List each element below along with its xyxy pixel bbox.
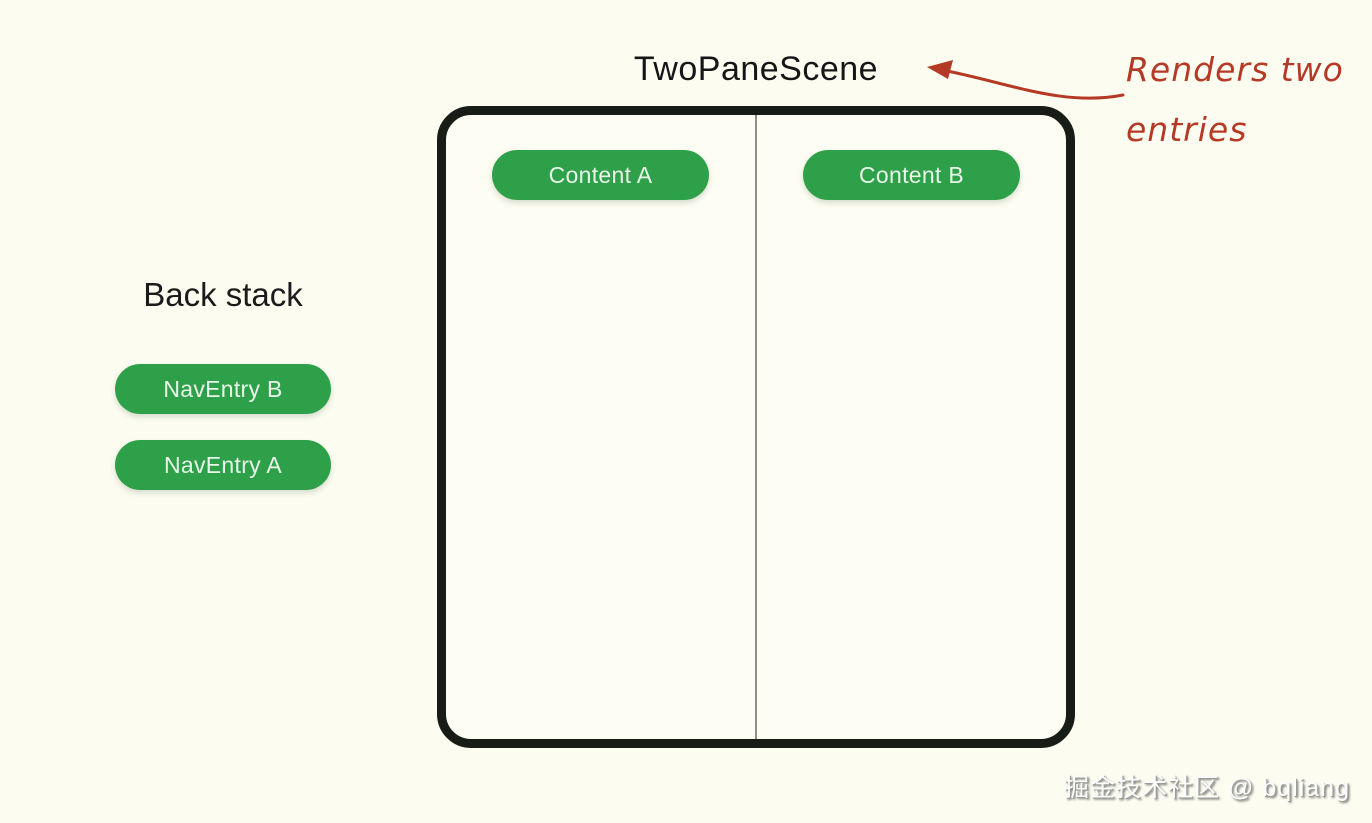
watermark: 掘金技术社区 @ bqliang <box>1064 774 1350 802</box>
content-b-pill: Content B <box>803 150 1020 200</box>
content-a-pill: Content A <box>492 150 709 200</box>
pane-right: Content B <box>757 115 1066 739</box>
nav-entry-a-pill: NavEntry A <box>115 440 331 490</box>
pane-divider <box>755 115 757 739</box>
pane-left: Content A <box>446 115 755 739</box>
back-stack-label: Back stack <box>143 276 303 313</box>
annotation-line-2: entries <box>1126 110 1248 149</box>
nav-entry-b-pill: NavEntry B <box>115 364 331 414</box>
two-pane-frame: Content A Content B <box>437 106 1075 748</box>
scene-title: TwoPaneScene <box>633 50 879 88</box>
annotation-line-1: Renders two <box>1126 50 1344 89</box>
handwritten-annotation: Renders two entries <box>1126 40 1344 160</box>
